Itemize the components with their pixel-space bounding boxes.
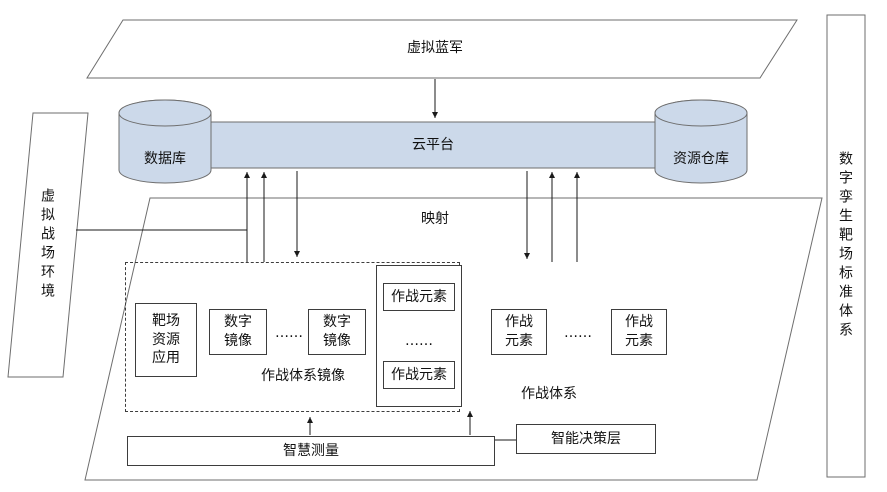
database-label: 数据库 <box>144 151 186 167</box>
standard-system-bar <box>826 14 866 478</box>
digital-mirror-node-1: 数字镜像 <box>209 309 267 355</box>
virtual-blue-army-parallelogram <box>86 19 798 79</box>
combat-element-stack-top: 作战元素 <box>383 283 455 311</box>
cloud-platform-label: 云平台 <box>412 137 454 153</box>
smart-measurement-node: 智慧测量 <box>127 436 495 466</box>
intelligent-decision-node: 智能决策层 <box>516 424 656 454</box>
standard-system-label: 数字孪生靶场标准体系 <box>837 151 853 341</box>
digital-mirror-node-2: 数字镜像 <box>308 309 366 355</box>
mapping-label: 映射 <box>421 211 449 227</box>
combat-ellipsis: …… <box>564 325 592 341</box>
database-cylinder-top <box>118 99 212 127</box>
range-resource-app-node: 靶场资源应用 <box>135 303 197 377</box>
mirror-group-label: 作战体系镜像 <box>261 368 345 384</box>
repository-label: 资源仓库 <box>673 151 729 167</box>
mirror-ellipsis: …… <box>275 325 303 341</box>
combat-element-stack-bottom: 作战元素 <box>383 361 455 389</box>
repository-cylinder-top <box>654 99 748 127</box>
virtual-battlefield-label: 虚拟战场环境 <box>39 188 55 302</box>
element-stack-ellipsis: …… <box>405 333 433 349</box>
virtual-battlefield-parallelogram <box>7 112 89 378</box>
virtual-blue-army-label: 虚拟蓝军 <box>407 40 463 56</box>
combat-system-label: 作战体系 <box>521 386 577 402</box>
combat-element-node-2: 作战元素 <box>611 309 667 355</box>
combat-element-node-1: 作战元素 <box>491 309 547 355</box>
